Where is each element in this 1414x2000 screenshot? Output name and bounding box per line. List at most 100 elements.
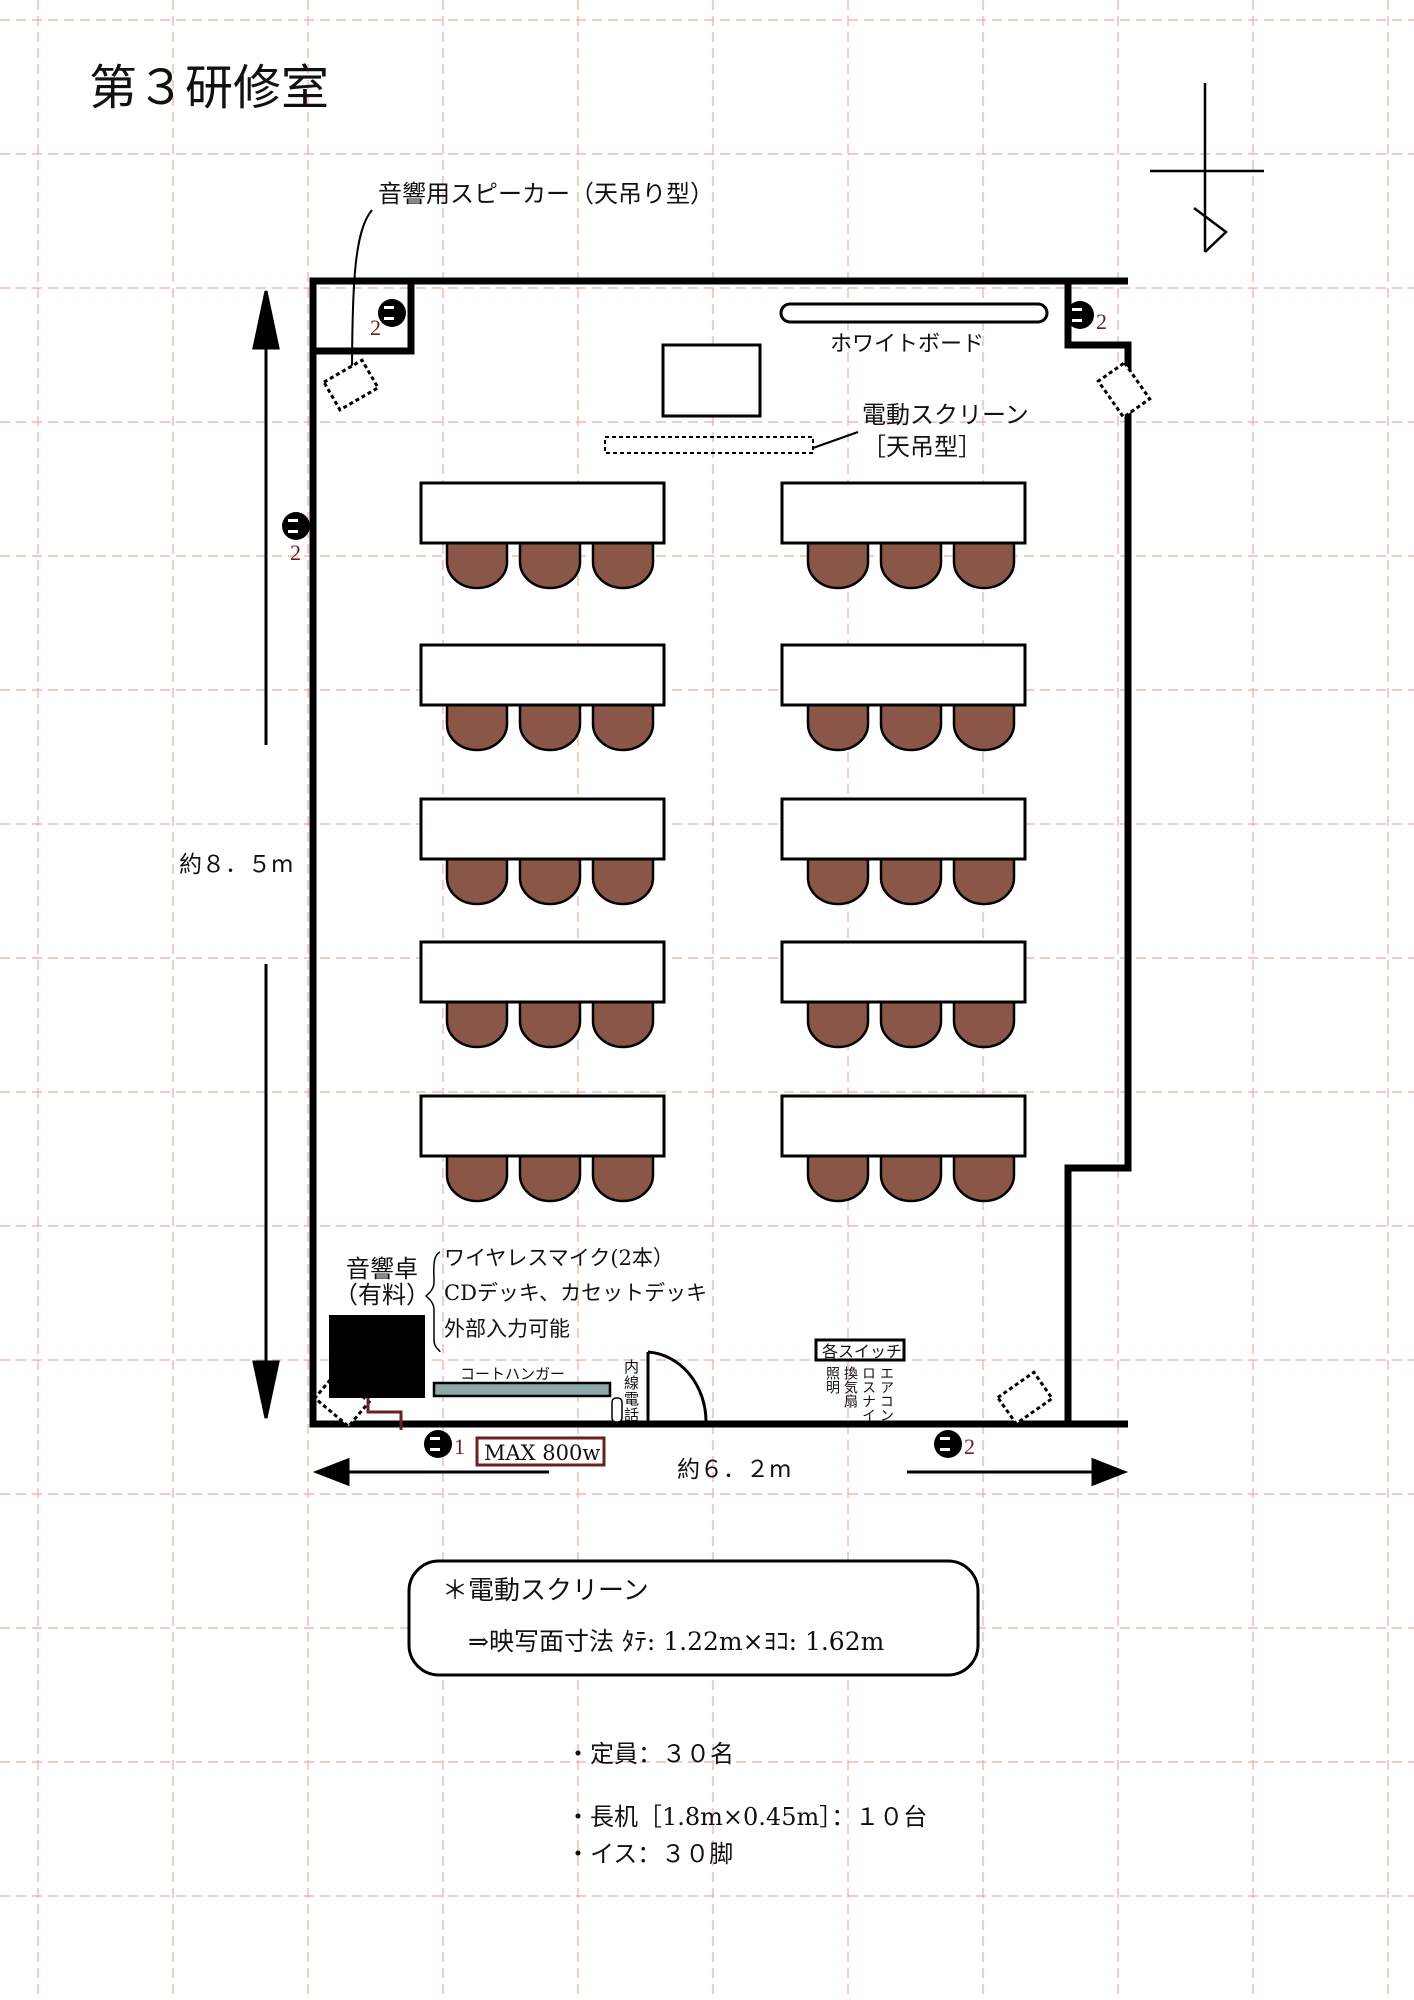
switch-list: 照明 換気扇 ロスナイ エアコン — [824, 1366, 894, 1422]
outlet-bottom-left: 1 — [424, 1430, 465, 1459]
chair — [518, 539, 582, 590]
screen-leader-line — [812, 431, 859, 449]
brace — [424, 1251, 441, 1353]
chair — [806, 855, 870, 906]
chair — [518, 855, 582, 906]
phone-label-char: 内 — [624, 1358, 639, 1376]
sound-desk-label: 音響卓 — [346, 1255, 418, 1283]
screen-note-title: ＊電動スクリーン — [442, 1576, 649, 1606]
desk-group — [419, 797, 666, 906]
chair — [806, 1152, 870, 1203]
chair — [445, 998, 509, 1049]
sound-desk-fee-label: （有料） — [334, 1281, 430, 1309]
outlet-count: 2 — [1096, 309, 1107, 334]
screen-note-dimensions: ⇒映写面寸法 ﾀﾃ: 1.22m×ﾖｺ: 1.62m — [468, 1627, 885, 1656]
projector-box — [661, 343, 762, 418]
height-dimension — [252, 290, 280, 1419]
phone-label-char: 線 — [624, 1374, 639, 1392]
page-title: 第３研修室 — [89, 60, 329, 116]
chair — [445, 1152, 509, 1203]
ceiling-unit-icon — [1096, 360, 1152, 420]
whiteboard-label: ホワイトボード — [830, 332, 984, 357]
spec-chairs: ・イス：３０脚 — [566, 1840, 733, 1868]
outlet-icon — [424, 1430, 452, 1458]
outlet-count: 2 — [290, 540, 301, 565]
outlet-count: 2 — [370, 315, 381, 340]
chair — [518, 998, 582, 1049]
desk-group — [780, 481, 1027, 590]
desk-group — [780, 940, 1027, 1049]
ceiling-unit-icon — [995, 1370, 1055, 1426]
chair — [445, 539, 509, 590]
desk — [780, 1094, 1027, 1158]
outlets: 2 2 2 1 2 — [282, 299, 1107, 1459]
desk-group — [419, 940, 666, 1049]
sound-desk-cable — [366, 1398, 403, 1430]
chair — [806, 539, 870, 590]
chair — [591, 539, 655, 590]
chair — [879, 701, 943, 752]
desk — [780, 940, 1027, 1004]
outlet-icon — [282, 512, 310, 540]
outlet-bottom-right: 2 — [934, 1430, 975, 1459]
equipment-decks: CDデッキ、カセットデッキ — [444, 1281, 707, 1305]
desk-layout — [419, 481, 1027, 1203]
chair — [952, 701, 1016, 752]
outlet-top-left: 2 — [370, 299, 406, 340]
desk-group — [780, 797, 1027, 906]
desk — [419, 481, 666, 545]
desk-group — [419, 643, 666, 752]
chair — [879, 855, 943, 906]
chair — [518, 701, 582, 752]
chair — [879, 539, 943, 590]
phone-label-char: 話 — [624, 1406, 639, 1424]
phone-icon — [611, 1397, 623, 1423]
chair — [591, 701, 655, 752]
chair — [879, 998, 943, 1049]
switch-lighting: 照明 — [824, 1366, 840, 1395]
phone-label-char: 電 — [624, 1390, 639, 1408]
outlet-count: 1 — [454, 1434, 465, 1459]
switch-ventilation-fan: 換気扇 — [842, 1366, 858, 1408]
chair — [591, 998, 655, 1049]
screen-note-box — [407, 1559, 980, 1677]
electric-screen — [604, 436, 814, 454]
north-compass-icon — [1150, 83, 1264, 253]
desk — [780, 797, 1027, 861]
height-dimension-label: 約８．５m — [179, 852, 293, 878]
room-walls — [309, 277, 1132, 1428]
door[interactable] — [646, 1350, 708, 1422]
chair — [952, 1152, 1016, 1203]
chair — [952, 855, 1016, 906]
screen-mount-label: ［天吊型］ — [862, 433, 982, 461]
ceiling-unit-icon — [321, 358, 381, 412]
desk — [419, 797, 666, 861]
width-dimension-label: 約６．２m — [677, 1457, 791, 1483]
chair — [879, 1152, 943, 1203]
desk — [780, 643, 1027, 707]
spec-capacity: ・定員：３０名 — [566, 1740, 734, 1768]
outlet-icon — [934, 1430, 962, 1458]
desk — [419, 1094, 666, 1158]
speaker-leader-line — [351, 209, 373, 381]
desk — [419, 940, 666, 1004]
desk-group — [419, 1094, 666, 1203]
switch-lossnay: ロスナイ — [860, 1366, 876, 1422]
desk-group — [780, 643, 1027, 752]
coat-hanger — [432, 1381, 612, 1398]
chair — [952, 539, 1016, 590]
screen-label: 電動スクリーン — [862, 401, 1029, 429]
switch-panel-label: 各スイッチ — [822, 1342, 902, 1361]
spec-desks: ・長机［1.8m×0.45m］：１０台 — [566, 1803, 927, 1831]
sound-desk — [329, 1315, 425, 1398]
max-power-label: MAX 800w — [484, 1441, 600, 1465]
chair — [591, 855, 655, 906]
speaker-label: 音響用スピーカー（天吊り型） — [378, 180, 714, 208]
outlet-icon — [1066, 301, 1094, 329]
desk-group — [780, 1094, 1027, 1203]
chair — [952, 998, 1016, 1049]
desk — [419, 643, 666, 707]
outlet-left-wall: 2 — [282, 512, 310, 565]
chair — [806, 701, 870, 752]
